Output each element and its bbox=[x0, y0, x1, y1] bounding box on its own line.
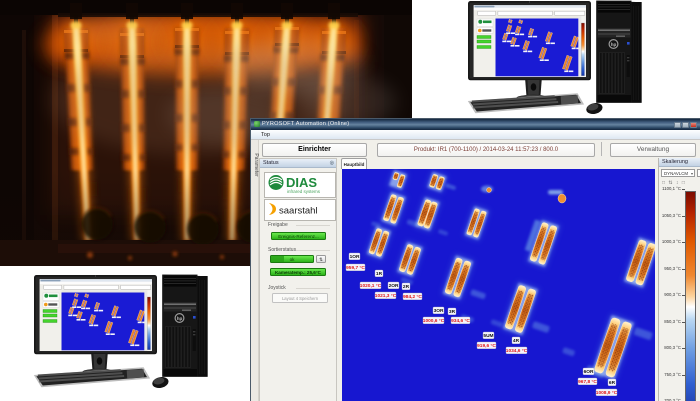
svg-text:DIAS: DIAS bbox=[286, 175, 317, 190]
svg-text:1021,3 °C: 1021,3 °C bbox=[375, 293, 397, 299]
svg-text:infrared systems: infrared systems bbox=[287, 189, 321, 194]
svg-text:1000,6 °C: 1000,6 °C bbox=[423, 318, 445, 324]
svg-text:1034,6 °C: 1034,6 °C bbox=[506, 348, 528, 354]
svg-text:984,2 °C: 984,2 °C bbox=[403, 294, 422, 300]
svg-text:959,7 °C: 959,7 °C bbox=[346, 265, 365, 271]
svg-text:919,6 °C: 919,6 °C bbox=[477, 343, 496, 349]
svg-text:saarstahl: saarstahl bbox=[279, 206, 318, 217]
svg-text:6R: 6R bbox=[609, 380, 616, 386]
svg-text:2R: 2R bbox=[403, 284, 410, 290]
svg-text:967,8 °C: 967,8 °C bbox=[578, 379, 597, 385]
svg-text:4R: 4R bbox=[513, 338, 520, 344]
svg-text:3R: 3R bbox=[449, 309, 456, 315]
svg-text:6OR: 6OR bbox=[584, 369, 594, 375]
svg-text:2OR: 2OR bbox=[389, 283, 399, 289]
svg-text:1020,1 °C: 1020,1 °C bbox=[360, 283, 382, 289]
svg-text:3OR: 3OR bbox=[434, 308, 444, 314]
svg-text:934,6 °C: 934,6 °C bbox=[451, 318, 470, 324]
svg-text:1008,9 °C: 1008,9 °C bbox=[596, 390, 618, 396]
svg-text:5UM: 5UM bbox=[483, 333, 493, 339]
svg-text:1R: 1R bbox=[376, 271, 383, 277]
svg-text:1OR: 1OR bbox=[350, 254, 360, 260]
